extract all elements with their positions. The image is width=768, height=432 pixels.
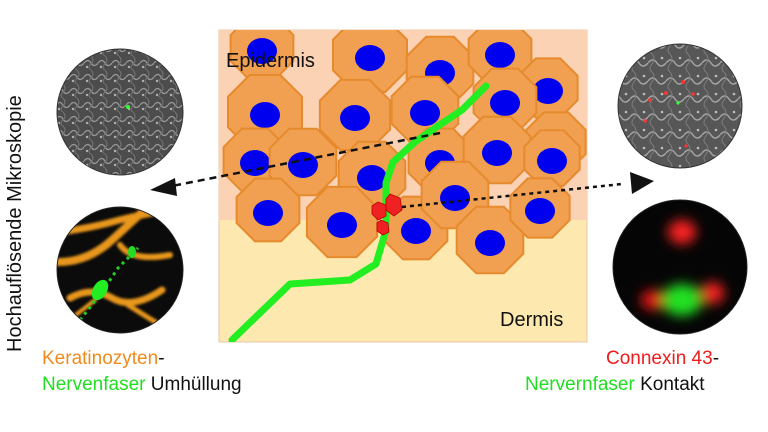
caption-right-dash: - <box>712 348 720 369</box>
micrograph-left-top <box>56 48 184 176</box>
caption-right-connexin: Connexin 43 <box>606 348 713 369</box>
cell-nucleus <box>247 38 277 64</box>
cell-nucleus <box>410 100 440 126</box>
cell-nucleus <box>533 78 563 104</box>
nerve-fiber <box>228 82 490 342</box>
cell-nucleus <box>401 218 431 244</box>
caption-right-line2: Nervernfaser Kontakt <box>525 372 705 398</box>
caption-left: Keratinozyten- Nervenfaser Umhüllung <box>42 346 242 398</box>
cell-nucleus <box>537 148 567 174</box>
caption-left-envelopment: Umhüllung <box>145 374 242 395</box>
cell-nucleus <box>357 165 387 191</box>
cell-nucleus <box>250 102 280 128</box>
cell-nucleus <box>440 185 470 211</box>
cell-nucleus <box>240 150 270 176</box>
cell-nucleus <box>288 152 318 178</box>
caption-left-nerve-fiber: Nervenfaser <box>42 374 146 395</box>
caption-left-dash: - <box>158 348 165 369</box>
skin-diagram: Epidermis Dermis <box>218 29 588 343</box>
dashed-arrow-left <box>150 131 441 196</box>
caption-right-nerve-fiber: Nervernfaser <box>525 374 635 395</box>
cell-nucleus <box>355 45 385 71</box>
cell-nucleus <box>490 90 520 116</box>
cell-nucleus <box>340 105 370 131</box>
cell-nucleus <box>253 200 283 226</box>
connexin-43-marker <box>371 193 403 236</box>
micrograph-right-bottom <box>612 199 748 335</box>
dermis-label: Dermis <box>500 309 563 331</box>
micrograph-left-bottom <box>56 206 184 334</box>
cell-nucleus <box>482 140 512 166</box>
cell-nucleus <box>327 212 357 238</box>
cell-nucleus <box>475 230 505 256</box>
epidermis-label: Epidermis <box>226 50 315 72</box>
micrograph-right-top <box>617 43 743 169</box>
cell-nucleus <box>525 198 555 224</box>
caption-left-keratinocytes: Keratinozyten <box>42 348 159 369</box>
dashed-arrow-right <box>401 172 654 209</box>
caption-right: Connexin 43- <box>606 346 719 372</box>
caption-right-contact: Kontakt <box>634 374 705 395</box>
cell-nucleus <box>485 42 515 68</box>
side-label: Hochauflösende Mikroskopie <box>4 95 26 352</box>
